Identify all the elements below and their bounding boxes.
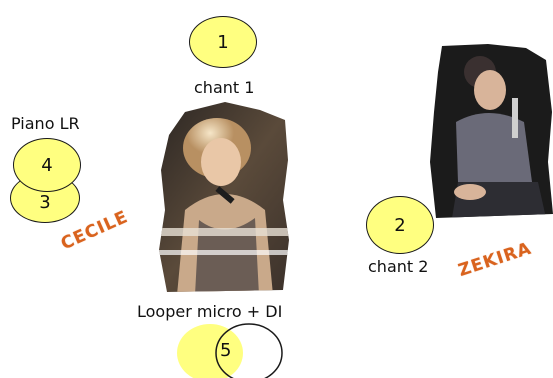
channel-5-circle-right — [215, 323, 283, 378]
channel-5-venn — [177, 323, 283, 378]
channel-5-label: Looper micro + DI — [137, 302, 283, 321]
channel-2-number: 2 — [394, 214, 406, 236]
performer-right-name: ZEKIRA — [456, 238, 535, 282]
channel-2-label: chant 2 — [368, 257, 429, 276]
channel-1-number: 1 — [217, 31, 229, 53]
performer-left-photo — [159, 102, 289, 292]
channel-4-number: 4 — [41, 154, 53, 176]
channel-3-number: 3 — [39, 191, 51, 213]
channel-1-label: chant 1 — [194, 78, 255, 97]
channel-4-circle: 4 — [13, 138, 81, 192]
channel-2-circle: 2 — [366, 196, 434, 254]
channel-5-circle-left — [177, 324, 243, 378]
channel-5-number: 5 — [220, 340, 232, 361]
channel-1-circle: 1 — [189, 16, 257, 68]
performer-right-photo — [430, 44, 553, 218]
channel-4-label: Piano LR — [11, 114, 80, 133]
